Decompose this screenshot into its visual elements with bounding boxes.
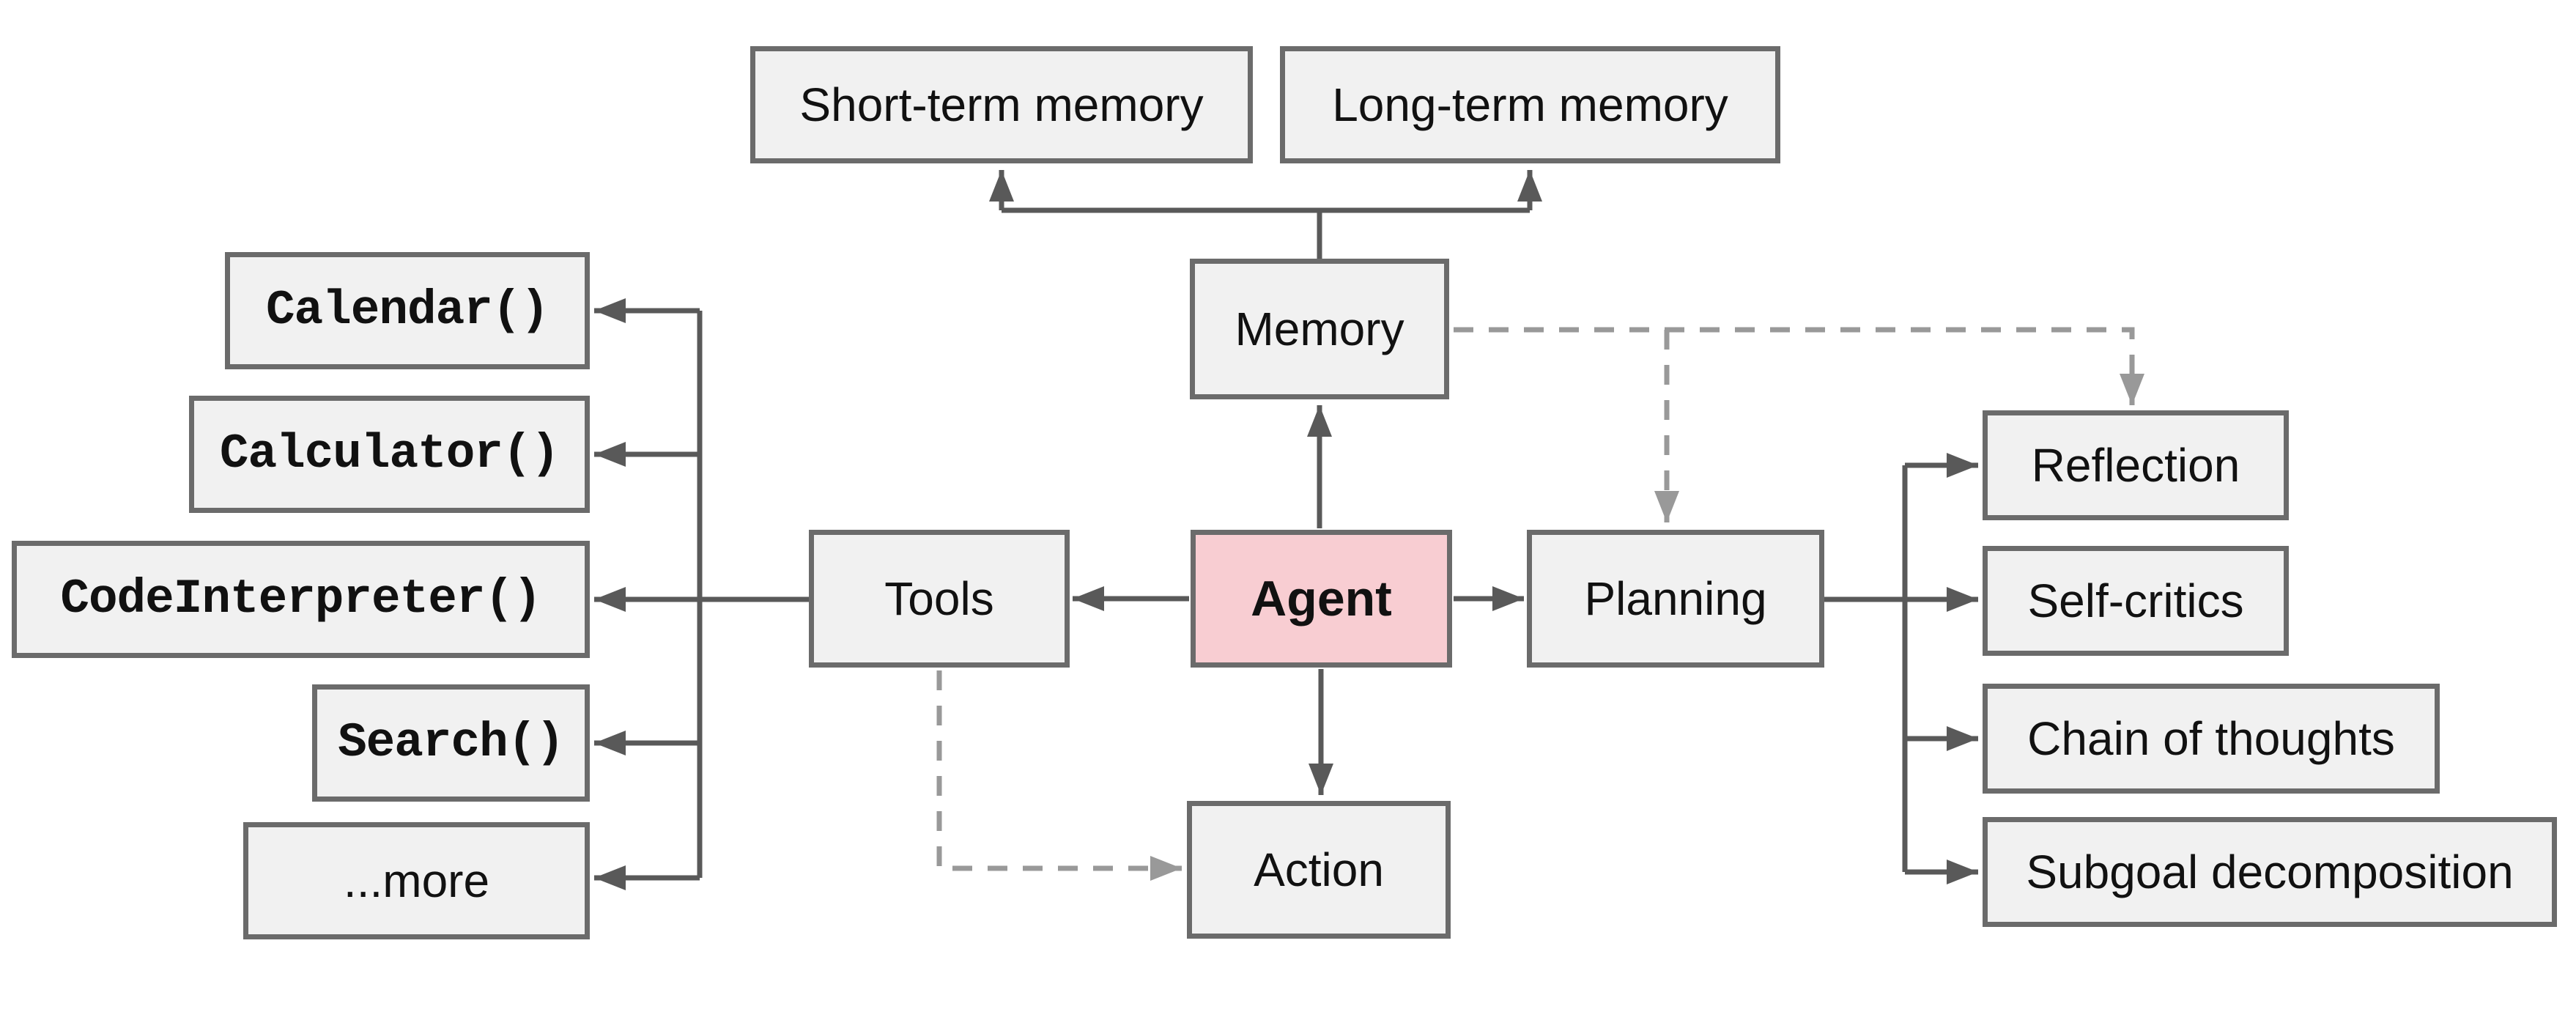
node-planning: Planning <box>1527 530 1824 668</box>
node-tool-calendar: Calendar() <box>225 252 590 369</box>
node-planning-chain-of-thoughts: Chain of thoughts <box>1983 684 2440 794</box>
node-tool-more: ...more <box>243 822 590 939</box>
node-agent: Agent <box>1191 530 1452 668</box>
node-short-term-memory: Short-term memory <box>750 46 1253 163</box>
node-action: Action <box>1187 801 1451 939</box>
node-memory: Memory <box>1190 259 1449 399</box>
node-tool-calculator: Calculator() <box>189 396 590 513</box>
node-planning-self-critics: Self-critics <box>1983 546 2289 656</box>
node-planning-reflection: Reflection <box>1983 410 2289 520</box>
node-long-term-memory: Long-term memory <box>1280 46 1780 163</box>
node-tool-search: Search() <box>312 684 590 802</box>
dashed-arrow-memory-to-reflection <box>1454 327 2144 405</box>
node-tools: Tools <box>809 530 1070 668</box>
node-tool-codeinterpreter: CodeInterpreter() <box>12 541 590 658</box>
dashed-arrow-tools-to-action <box>936 670 1182 881</box>
node-planning-subgoal-decomposition: Subgoal decomposition <box>1983 817 2557 927</box>
